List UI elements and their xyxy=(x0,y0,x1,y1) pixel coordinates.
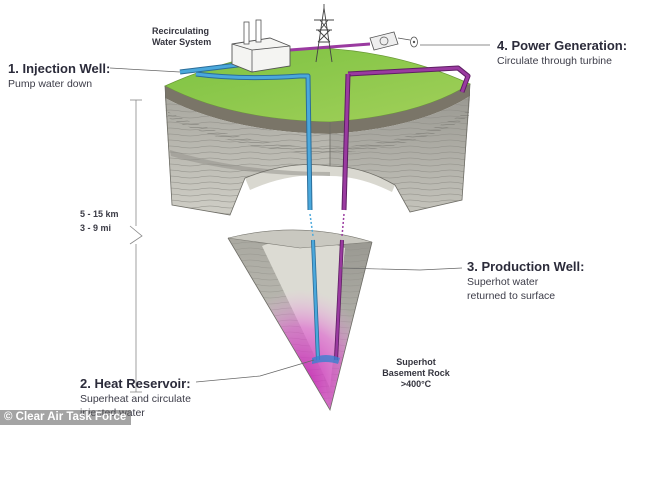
depth-brace xyxy=(129,99,143,393)
heat-reservoir-sub1: Superheat and circulate xyxy=(80,393,191,405)
rock-label-line1: Superhot xyxy=(396,357,436,367)
rock-label-line3: >400°C xyxy=(400,379,432,389)
reservoir-leader-line xyxy=(195,359,315,383)
production-leader-line xyxy=(339,267,463,271)
power-pylon-icon xyxy=(314,4,334,63)
production-well-sub1: Superhot water xyxy=(467,276,539,288)
production-well-title: 3. Production Well: xyxy=(467,259,585,274)
recirc-label-line1: Recirculating xyxy=(152,26,210,36)
recirc-label-line2: Water System xyxy=(152,37,212,47)
injection-well-sub: Pump water down xyxy=(8,78,93,90)
turbine-icon xyxy=(369,31,418,51)
water-system-building xyxy=(231,19,291,73)
production-well-sub2: returned to surface xyxy=(467,290,556,302)
watermark: © Clear Air Task Force xyxy=(0,410,132,425)
rock-label-line2: Basement Rock xyxy=(382,368,450,378)
depth-km: 5 - 15 km xyxy=(80,209,119,219)
injection-leader-line xyxy=(109,67,181,73)
depth-mi: 3 - 9 mi xyxy=(80,223,112,233)
injection-well-title: 1. Injection Well: xyxy=(8,61,111,76)
power-generation-sub: Circulate through turbine xyxy=(497,55,612,67)
heat-reservoir-title: 2. Heat Reservoir: xyxy=(80,376,191,391)
power-generation-title: 4. Power Generation: xyxy=(497,38,628,53)
